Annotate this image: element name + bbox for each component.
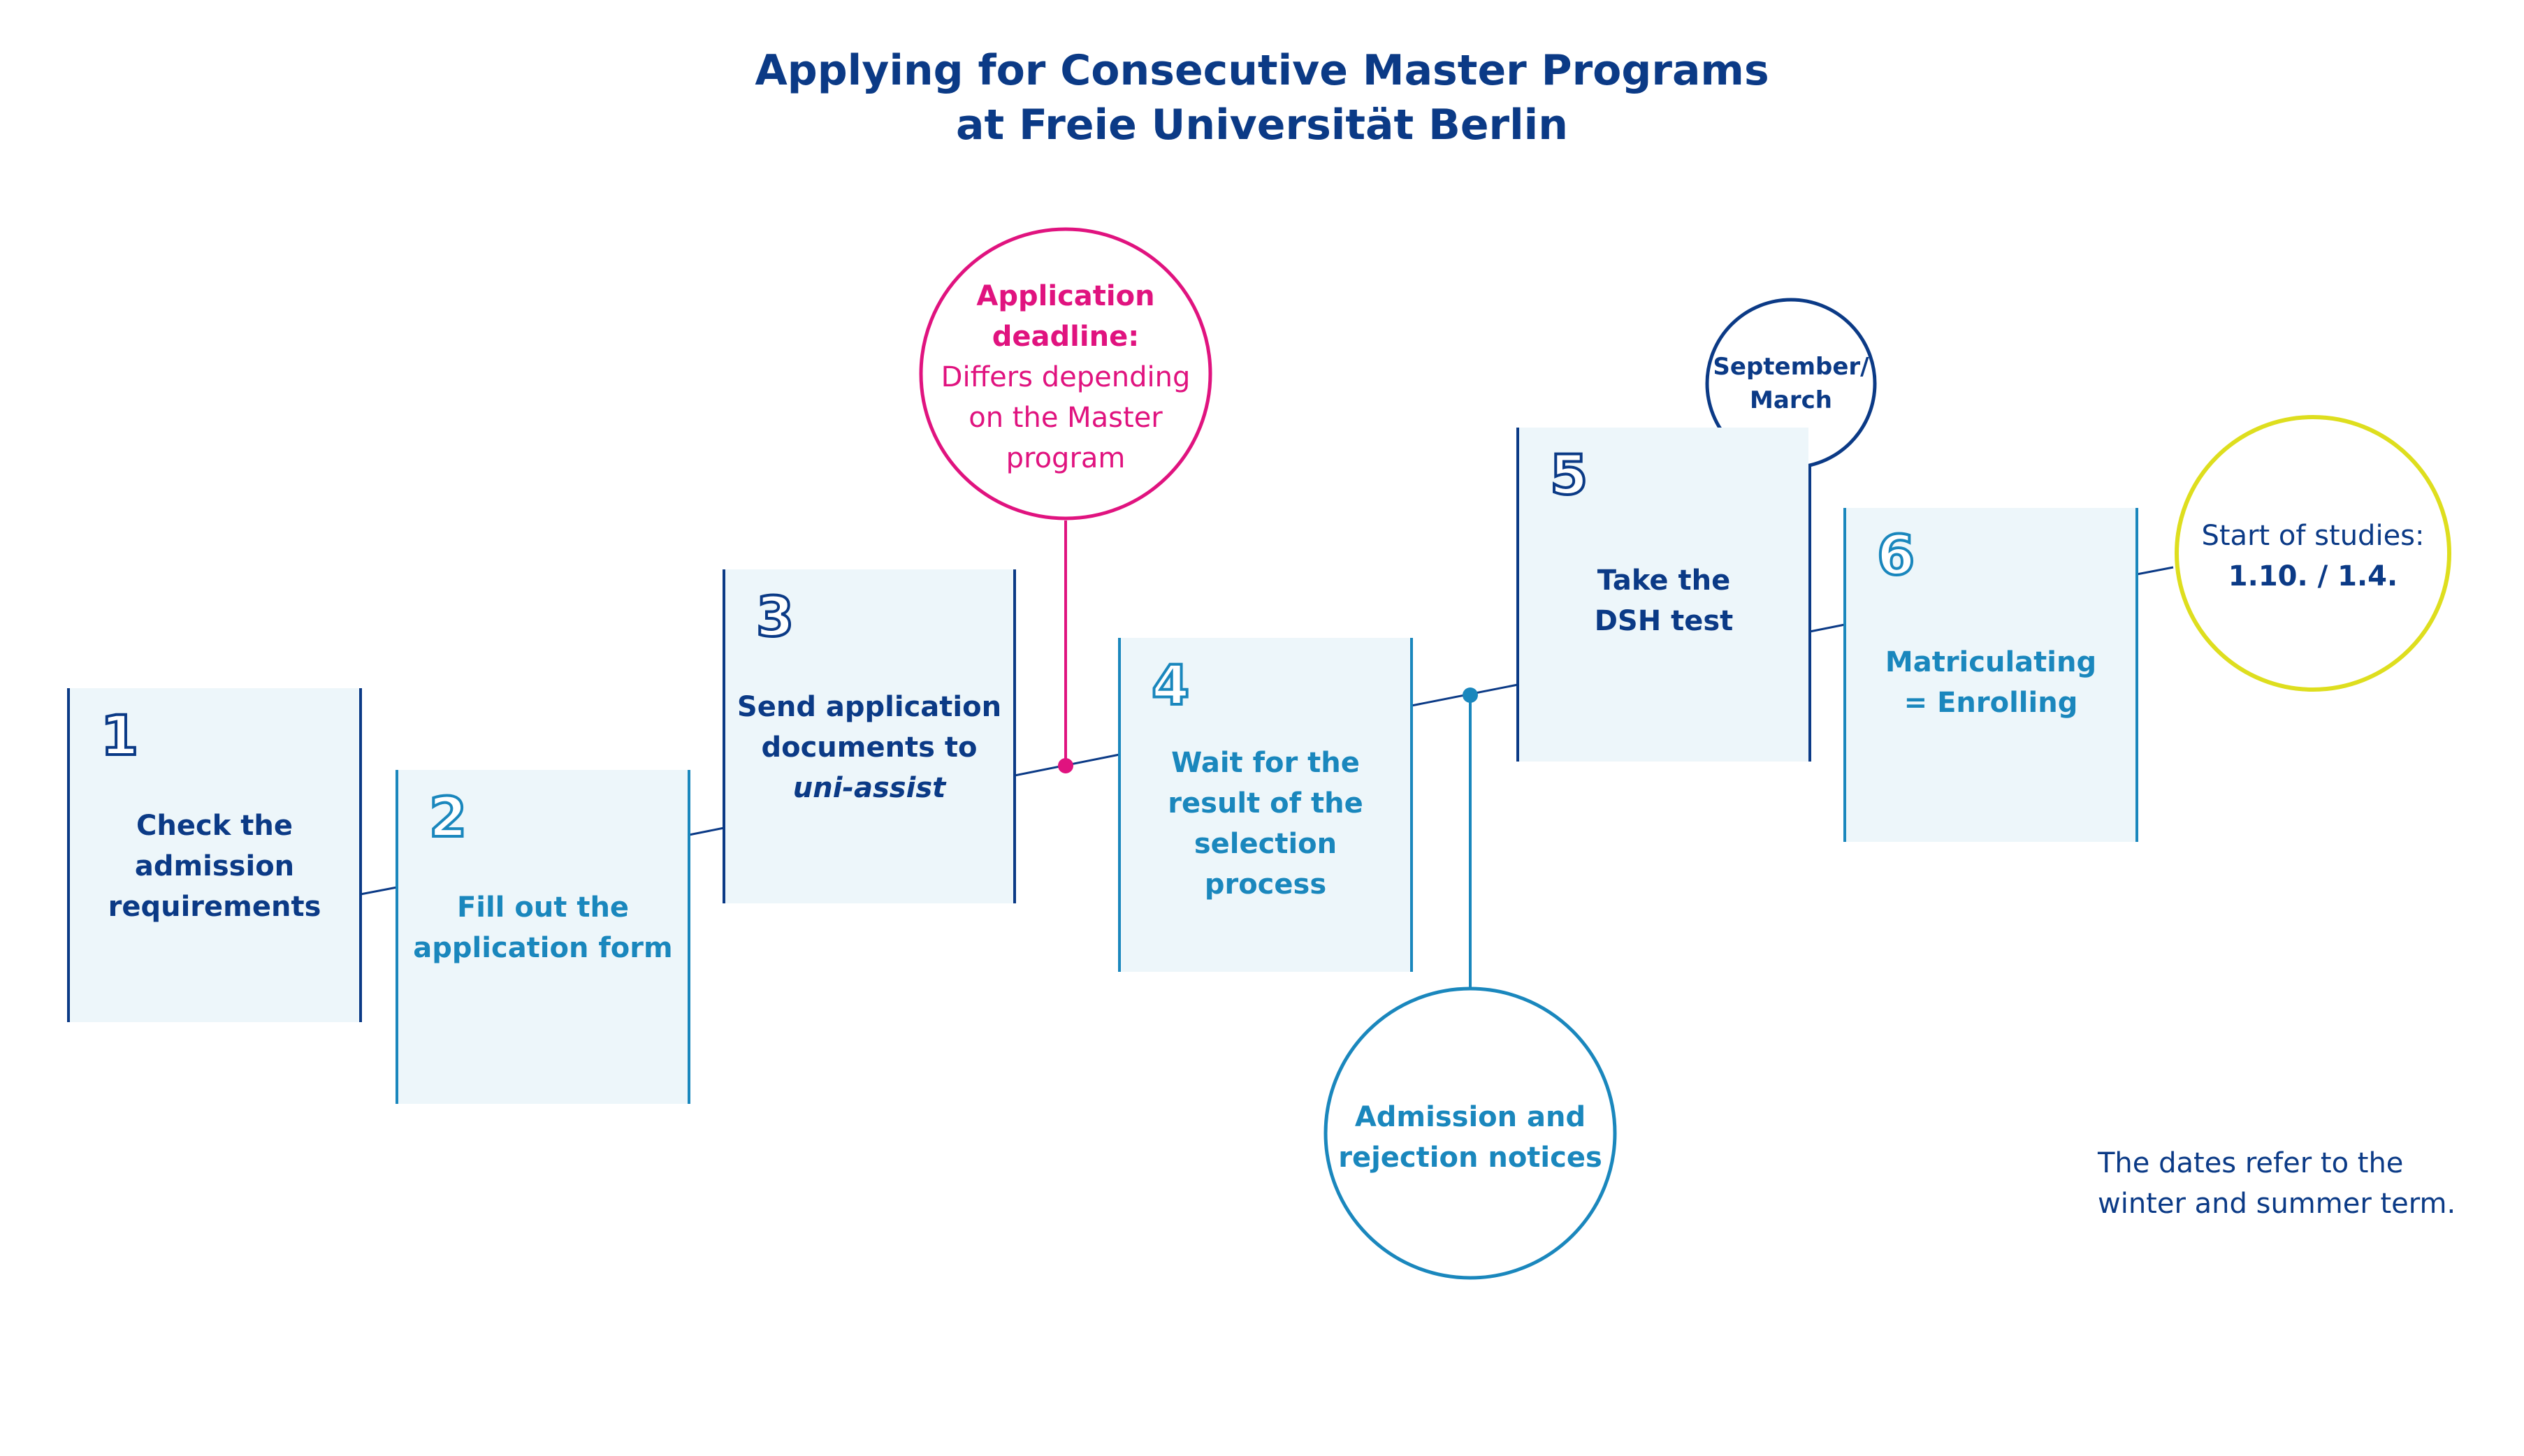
step-1-number: 1 [99, 704, 140, 769]
connector-5-6 [1809, 623, 1845, 633]
notices-dot [1463, 687, 1478, 703]
step-5-label: Take the DSH test [1594, 565, 1734, 637]
step-2-box: 2 Fill out the application form [398, 770, 688, 1104]
page-title: Applying for Consecutive Master Programs… [0, 43, 2524, 152]
step-1-label: Check the admission requirements [108, 810, 321, 923]
step-1-box: 1 Check the admission requirements [70, 688, 359, 1022]
footnote: The dates refer to the winter and summer… [2098, 1147, 2456, 1220]
step-3-label: Send application documents to uni-assist [725, 687, 1013, 808]
box-borders [67, 428, 2138, 1104]
notices-circle [1323, 987, 1617, 1280]
step-4-number: 4 [1150, 653, 1191, 719]
step-4-label: Wait for the result of the selection pro… [1168, 747, 1363, 901]
step-6-label: Matriculating = Enrolling [1885, 646, 2097, 719]
step-5-number: 5 [1549, 443, 1589, 509]
step-3-number: 3 [755, 585, 795, 650]
start-circle [2175, 415, 2451, 692]
deadline-heading-1: Application [976, 280, 1155, 312]
deadline-circle [919, 227, 1212, 520]
start-text: Start of studies: 1.10. / 1.4. [2187, 516, 2439, 597]
step-2-number: 2 [428, 785, 468, 851]
uni-assist-text: uni-assist [792, 772, 946, 804]
start-label: Start of studies: [2201, 520, 2425, 552]
step-6-box: 6 Matriculating = Enrolling [1846, 508, 2135, 842]
step-3-box: 3 Send application documents to uni-assi… [725, 569, 1013, 903]
step-5-box: 5 Take the DSH test [1519, 428, 1808, 762]
deadline-text: Application deadline: Differs depending … [926, 276, 1205, 479]
connector-1-2 [360, 886, 398, 896]
title-line-2: at Freie Universität Berlin [956, 101, 1568, 150]
dsh-date-text: September/ March [1713, 353, 1869, 414]
title-line-1: Applying for Consecutive Master Programs [755, 46, 1769, 95]
start-dates: 1.10. / 1.4. [2228, 560, 2398, 592]
step-4-box: 4 Wait for the result of the selection p… [1121, 638, 1410, 972]
step-6-number: 6 [1876, 523, 1916, 589]
connector-2-3 [688, 827, 725, 836]
deadline-heading-2: deadline: [992, 321, 1140, 353]
notices-text: Admission and rejection notices [1338, 1101, 1602, 1174]
connector-6-start [2136, 566, 2174, 576]
step-2-label: Fill out the application form [413, 891, 673, 964]
deadline-dot [1058, 758, 1073, 773]
